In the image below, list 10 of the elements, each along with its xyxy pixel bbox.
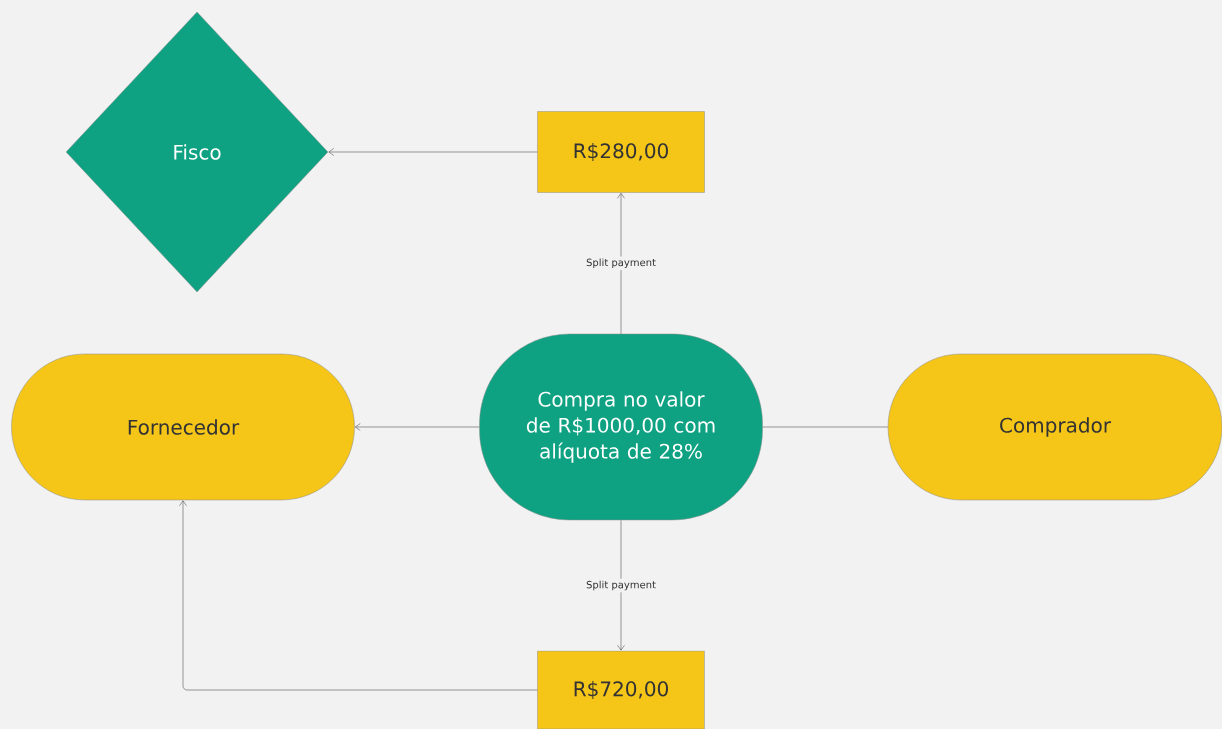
amount-box: R$280,00 [537,111,705,193]
arrow [354,423,480,431]
arrow [328,148,538,156]
arrow [179,500,538,691]
edge-label: Split payment [584,256,658,271]
arrow [617,192,625,335]
terminal-box: Fornecedor [11,353,355,501]
amount-box: R$720,00 [537,650,705,729]
terminal-box: Comprador [887,353,1222,501]
arrow [617,519,625,651]
